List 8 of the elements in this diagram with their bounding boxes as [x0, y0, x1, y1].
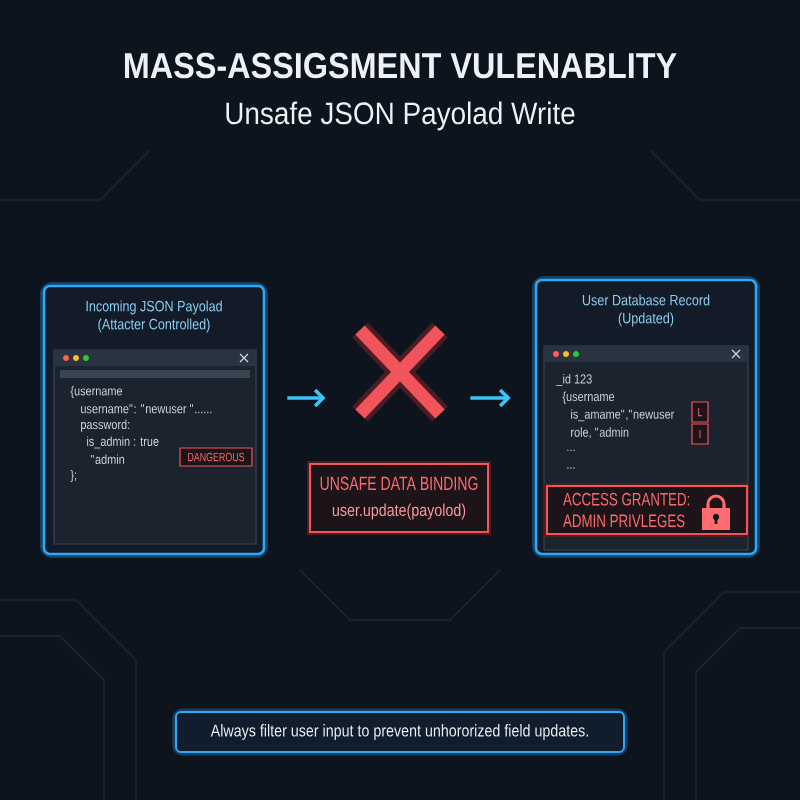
warning-box: UNSAFE DATA BINDING user.update(payolod)	[307, 461, 491, 535]
title: MASS-ASSIGSMENT VULENABLITY	[124, 52, 677, 79]
arrow	[470, 388, 511, 408]
arrow	[287, 388, 326, 408]
access-banner: ACCESS GRANTED: ADMIN PRIVLEGES	[543, 483, 749, 537]
subtitle: Unsafe JSON Payolad Write	[226, 101, 575, 131]
cross-mark	[349, 319, 451, 425]
note-box: Always filter user input to prevent unhororized field updates.	[172, 708, 628, 756]
